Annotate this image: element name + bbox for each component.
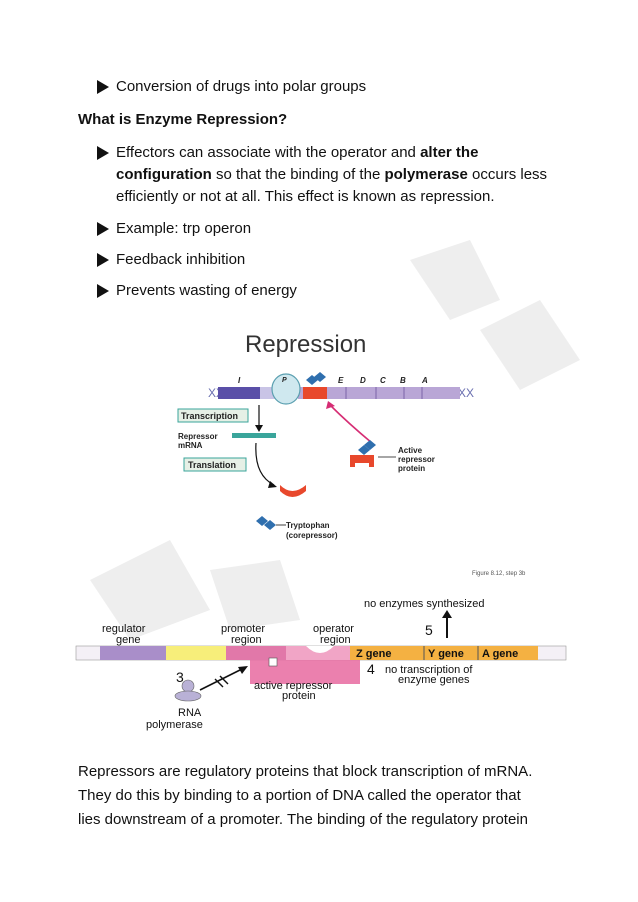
gene-label-c: C — [380, 376, 386, 385]
bullet-arrow-icon — [96, 77, 110, 97]
z-gene-segment — [350, 646, 424, 660]
yellow-segment — [166, 646, 226, 660]
step-5-label: 5 — [425, 622, 433, 638]
operon-figure: no enzymes synthesized 5 regulator gene … — [75, 598, 567, 731]
translation-box — [183, 457, 247, 472]
y-gene-segment — [424, 646, 478, 660]
bullet-text: Feedback inhibition — [116, 251, 246, 268]
effectors-line-1: Effectors can associate with the operato… — [116, 144, 479, 161]
dna-end-right: XX — [458, 386, 474, 400]
bullet-text: Example: trp operon — [116, 220, 252, 237]
active-label-2: repressor — [398, 455, 435, 464]
regulator-label-1: regulator — [102, 623, 146, 635]
rna-label-2: polymerase — [146, 719, 203, 731]
bullet-arrow-icon — [96, 250, 110, 270]
polymerase-circle — [271, 373, 301, 405]
tryptophan-label-2: (corepressor) — [286, 531, 338, 540]
bullet-arrow-icon — [96, 143, 110, 163]
gene-label-i: I — [238, 376, 241, 385]
repression-figure: Repression XX XX I E D C B A P Transcrip… — [177, 331, 526, 577]
bullet-arrow-icon — [96, 281, 110, 301]
no-transcription-label-2: enzyme genes — [398, 674, 470, 686]
translation-label: Translation — [188, 460, 236, 470]
gene-label-p: P — [282, 377, 287, 384]
bullet-text: Conversion of drugs into polar groups — [116, 78, 367, 95]
bullet-arrow-icon — [96, 219, 110, 239]
step-4-label: 4 — [367, 661, 375, 677]
tryptophan-label-1: Tryptophan — [286, 521, 330, 530]
a-gene-segment — [478, 646, 538, 660]
step-3-label: 3 — [176, 669, 184, 685]
operator-segment — [286, 646, 350, 660]
gene-label-a: A — [421, 376, 428, 385]
z-gene-label: Z gene — [356, 648, 391, 660]
paragraph-line: lies downstream of a promoter. The bindi… — [78, 811, 528, 828]
regulator-segment — [100, 646, 166, 660]
transcription-label: Transcription — [181, 411, 238, 421]
section-heading: What is Enzyme Repression? — [78, 111, 288, 128]
figure-title: Repression — [245, 331, 366, 358]
operator-label-2: region — [320, 634, 351, 646]
no-enzymes-label: no enzymes synthesized — [364, 598, 484, 610]
rna-label-1: RNA — [178, 707, 202, 719]
promoter-label-1: promoter — [221, 623, 265, 635]
effectors-line-3: efficiently or not at all. This effect i… — [116, 188, 495, 205]
promoter-segment — [226, 646, 286, 660]
paragraph-line: Repressors are regulatory proteins that … — [78, 763, 533, 780]
rna-polymerase-icon — [181, 679, 195, 693]
gene-label-d: D — [360, 376, 366, 385]
gene-label-e: E — [338, 376, 344, 385]
repressor-paragraph: Repressors are regulatory proteins that … — [78, 760, 562, 832]
transcription-box — [177, 408, 249, 423]
a-gene-label: A gene — [482, 648, 518, 660]
gene-i-segment — [218, 387, 260, 399]
promoter-label-2: region — [231, 634, 262, 646]
active-repressor-label-1: active repressor — [254, 680, 333, 692]
active-repressor-label-2: protein — [282, 690, 316, 702]
tryptophan-icon — [256, 516, 268, 526]
figure-caption: Figure 8.12, step 3b — [472, 571, 526, 577]
regulator-label-2: gene — [116, 634, 140, 646]
y-gene-label: Y gene — [428, 648, 464, 660]
gene-operon-segment — [298, 387, 460, 399]
bullet-text: Prevents wasting of energy — [116, 282, 297, 299]
repressor-mrna-label-2: mRNA — [178, 441, 203, 450]
active-label-1: Active — [398, 446, 423, 455]
paragraph-line: They do this by binding to a portion of … — [78, 787, 521, 804]
gene-label-b: B — [400, 376, 406, 385]
new-repressor-protein — [280, 485, 306, 497]
repressor-on-operator — [303, 387, 327, 399]
operator-label-1: operator — [313, 623, 354, 635]
effectors-line-2: configuration so that the binding of the… — [116, 166, 548, 183]
active-repressor-protein — [250, 660, 360, 684]
active-label-3: protein — [398, 464, 425, 473]
mrna-strand — [232, 433, 276, 438]
repressor-mrna-label-1: Repressor — [178, 432, 218, 441]
no-transcription-label-1: no transcription of — [385, 664, 473, 676]
